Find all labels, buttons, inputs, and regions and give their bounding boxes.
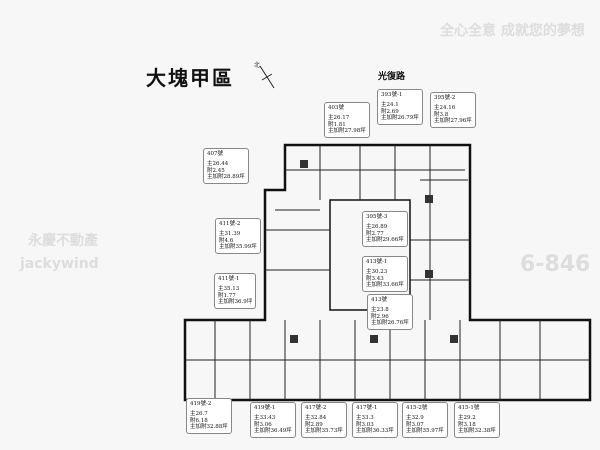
stairwell-blocks xyxy=(290,160,458,343)
unit-id: 393號-1 xyxy=(381,92,403,98)
unit-total: 主加附32.88坪 xyxy=(190,424,228,431)
unit-attached: 附2.96 xyxy=(371,313,389,320)
unit-attached: 附3.8 xyxy=(434,111,449,118)
unit-main: 主26.44 xyxy=(207,161,229,168)
unit-main: 主31.39 xyxy=(219,231,241,238)
unit-total: 主加附33.66坪 xyxy=(366,282,404,289)
unit-total: 主加附32.38坪 xyxy=(458,428,496,435)
unit-total: 主加附35.73坪 xyxy=(305,428,343,435)
unit-id: 419號-2 xyxy=(190,401,212,407)
unit-main: 主24.16 xyxy=(434,105,456,112)
north-label: 北 xyxy=(254,62,261,69)
unit-total: 主加附36.49坪 xyxy=(254,428,292,435)
unit-id: 415-2號 xyxy=(406,405,428,411)
unit-id: 413號-1 xyxy=(366,259,388,265)
unit-total: 主加附36.33坪 xyxy=(356,428,394,435)
unit-main: 主23.8 xyxy=(371,307,389,314)
unit-id: 395號-2 xyxy=(434,95,456,101)
unit-attached: 附2.77 xyxy=(366,230,384,237)
unit-main: 主32.9 xyxy=(406,415,424,422)
unit-attached: 附1.77 xyxy=(218,292,236,299)
unit-main: 主30.23 xyxy=(366,269,388,276)
unit-id: 415-1號 xyxy=(458,405,480,411)
unit-main: 主33.43 xyxy=(254,415,276,422)
unit-attached: 附2.89 xyxy=(305,421,323,428)
page-title: 大塊甲區 xyxy=(146,66,234,90)
unit-attached: 附4.6 xyxy=(219,237,234,244)
unit-total: 主加附35.97坪 xyxy=(406,428,444,435)
unit-attached: 附2.69 xyxy=(381,108,399,115)
unit-main: 主33.3 xyxy=(356,415,374,422)
unit-id: 411號-2 xyxy=(219,221,241,227)
unit-attached: 附6.18 xyxy=(190,417,208,424)
unit-id: 417號-1 xyxy=(356,405,378,411)
north-arrow-icon xyxy=(259,65,275,89)
unit-main: 主26.89 xyxy=(366,224,388,231)
unit-id: 411號-1 xyxy=(218,276,240,282)
unit-attached: 附3.18 xyxy=(458,421,476,428)
unit-main: 主24.1 xyxy=(381,102,399,109)
unit-total: 主加附28.89坪 xyxy=(207,174,245,181)
unit-total: 主加附36.9坪 xyxy=(218,299,253,306)
unit-attached: 附3.43 xyxy=(366,275,384,282)
unit-total: 主加附26.76坪 xyxy=(371,320,409,327)
unit-main: 主26.17 xyxy=(328,115,350,122)
unit-main: 主32.84 xyxy=(305,415,327,422)
unit-total: 主加附26.79坪 xyxy=(381,115,419,122)
road-label: 光復路 xyxy=(378,72,406,82)
interior-walls xyxy=(185,145,590,400)
unit-id: 403號 xyxy=(328,105,344,111)
unit-attached: 附3.07 xyxy=(406,421,424,428)
unit-total: 主加附27.96坪 xyxy=(434,118,472,125)
unit-total: 主加附35.99坪 xyxy=(219,244,257,251)
unit-id: 407號 xyxy=(207,151,223,157)
unit-attached: 附1.81 xyxy=(328,121,346,128)
unit-id: 413號 xyxy=(371,297,387,303)
unit-attached: 附2.45 xyxy=(207,167,225,174)
unit-main: 主35.13 xyxy=(218,286,240,293)
unit-main: 主26.7 xyxy=(190,411,208,418)
unit-total: 主加附27.98坪 xyxy=(328,128,366,135)
unit-id: 417號-2 xyxy=(305,405,327,411)
unit-main: 主29.2 xyxy=(458,415,476,422)
unit-attached: 附3.06 xyxy=(254,421,272,428)
unit-id: 395號-3 xyxy=(366,214,388,220)
unit-id: 419號-1 xyxy=(254,405,276,411)
unit-attached: 附3.03 xyxy=(356,421,374,428)
unit-total: 主加附29.66坪 xyxy=(366,237,404,244)
